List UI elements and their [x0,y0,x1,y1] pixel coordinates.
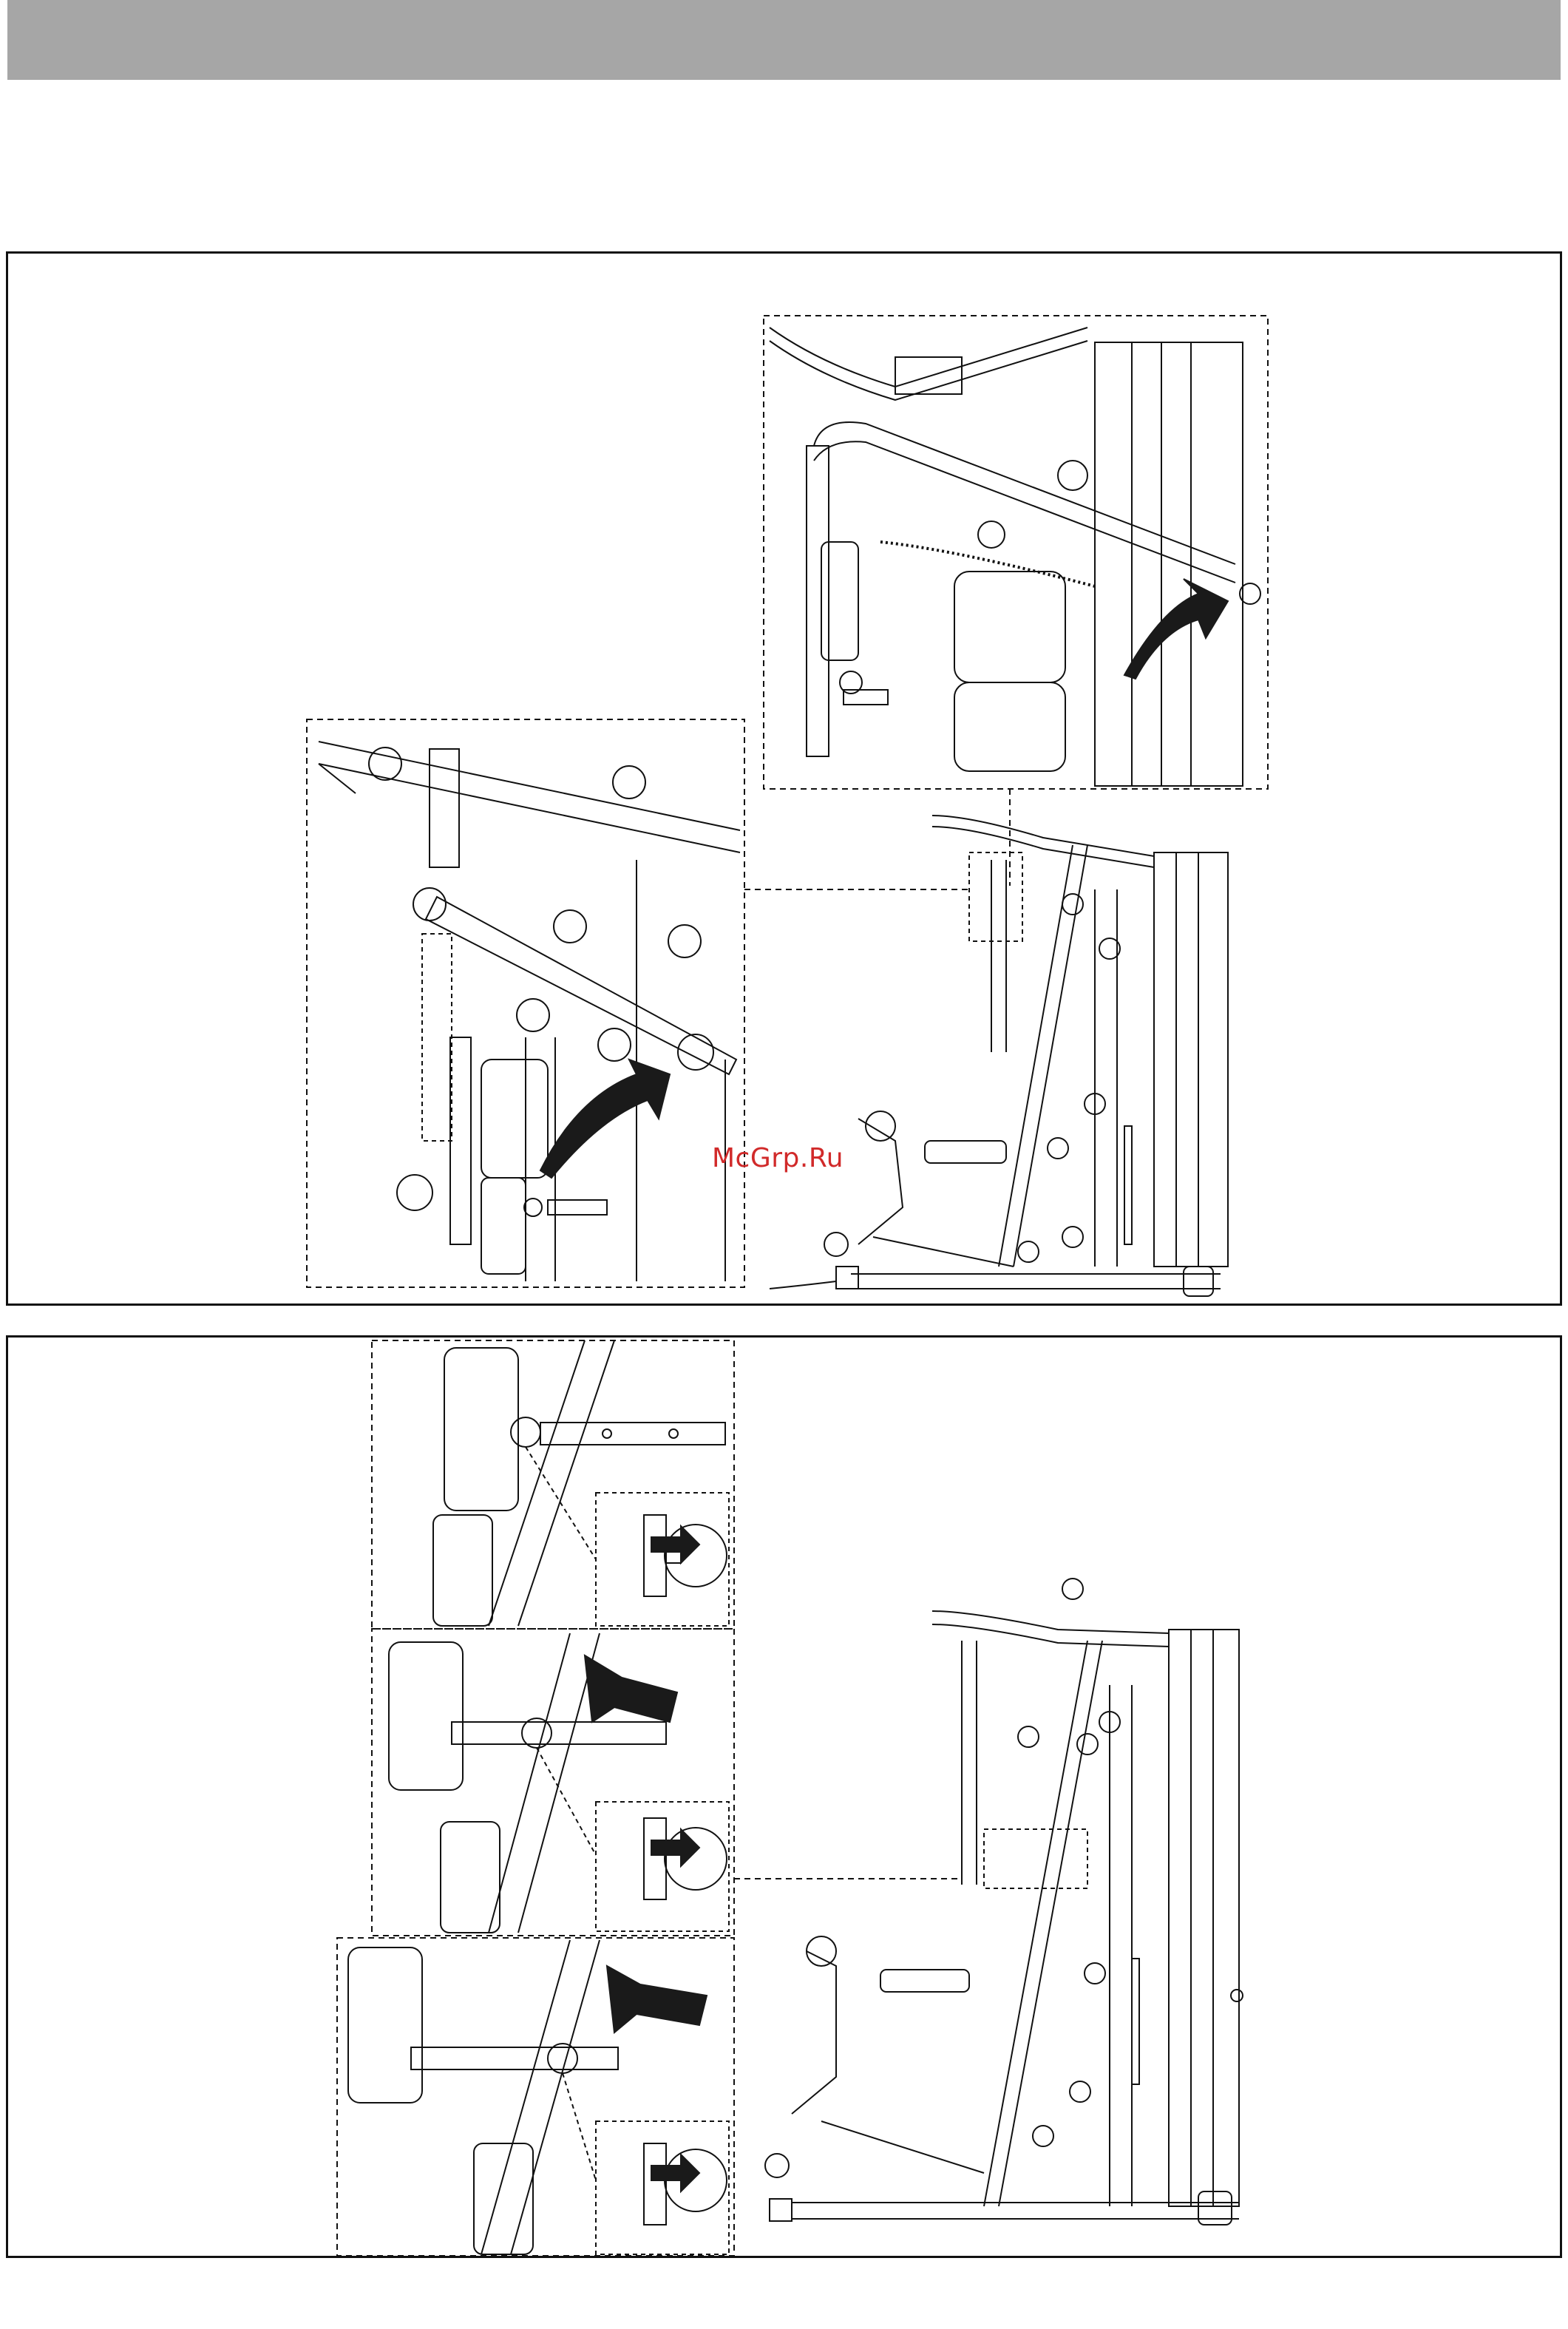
leg-pad-detail-2 [372,1629,734,1936]
watermark: McGrp.Ru [712,1143,844,1173]
push-arrow-3 [651,2155,699,2191]
leg-pad-detail-1 [372,1340,734,1629]
figure-panel-bottom [6,1335,1562,2258]
insert-arrow-1 [585,1655,677,1722]
machine-overview-top [770,816,1228,1296]
rotation-arrow-2 [540,1060,670,1178]
pulley-arm-detail [307,719,744,1287]
insert-arrow-2 [607,1966,707,2033]
header-bar [7,0,1561,80]
upper-frame-detail [764,316,1268,789]
machine-overview-bottom [765,1579,1243,2225]
assembly-diagram-bottom [8,1338,1564,2260]
leg-pad-detail-3 [337,1938,734,2256]
rotation-arrow-1 [1124,579,1228,679]
